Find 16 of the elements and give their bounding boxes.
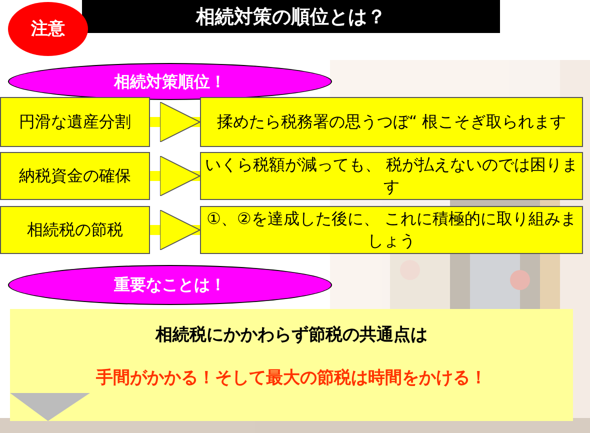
priority-box: 円滑な遺産分割	[0, 97, 150, 147]
block-arrow	[150, 102, 200, 142]
explanation-box: いくら税額が減っても、 税が払えないのでは困ります	[200, 152, 583, 200]
priority-box: 相続税の節税	[0, 206, 150, 254]
explanation-box: 揉めたら税務署の思うつぼ“ 根こそぎ取られます	[200, 97, 583, 147]
title-bar: 相続対策の順位とは？	[82, 0, 500, 33]
block-arrow	[150, 210, 200, 250]
heading-ellipse: 相続対策順位！	[8, 63, 332, 100]
heading-ellipse: 重要なことは！	[8, 265, 332, 305]
note-panel	[10, 309, 573, 421]
block-arrow	[150, 156, 200, 196]
heading-text: 相続税にかかわらず節税の共通点は	[156, 324, 428, 346]
emphasis-text: 手間がかかる！そして最大の節税は時間をかける！	[96, 367, 487, 389]
priority-box: 納税資金の確保	[0, 152, 150, 200]
warning-badge: 注意	[8, 2, 88, 56]
explanation-box: ①、②を達成した後に、 これに積極的に取り組みましょう	[200, 206, 583, 254]
